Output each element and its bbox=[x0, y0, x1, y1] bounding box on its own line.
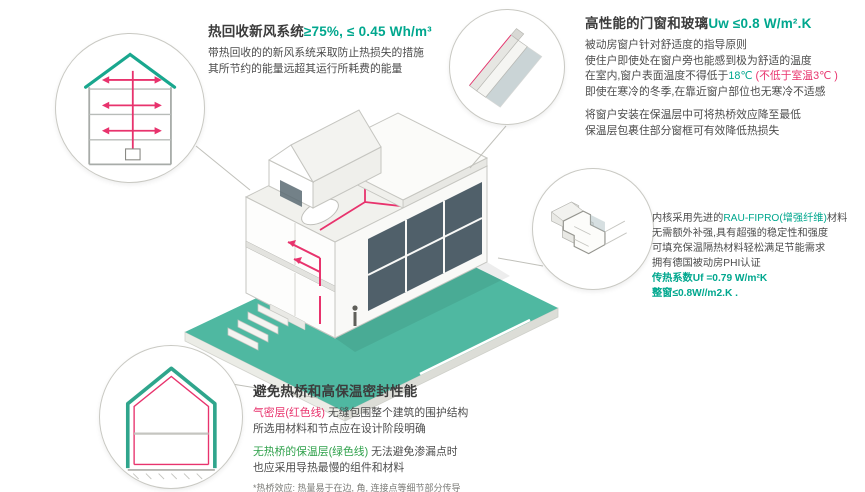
material-brand: RAU-FIPRO(增强纤维) bbox=[723, 213, 827, 224]
airflow-duct bbox=[107, 70, 157, 157]
thermal-section: 避免热桥和高保温密封性能 气密层(红色线) 无缝包围整个建筑的围护结构 所选用材… bbox=[253, 380, 593, 492]
windows-line3-note: (不低于室温3℃ ) bbox=[752, 70, 838, 82]
thermal-footnote: *热桥效应: 热量易于在边, 角, 连接点等细节部分传导 bbox=[253, 483, 461, 492]
ventilation-title-value: ≥75%, ≤ 0.45 Wh/m³ bbox=[303, 24, 432, 39]
railing bbox=[419, 318, 531, 376]
thermal-line3: 无热桥的保温层(绿色线) 无法避免渗漏点时 bbox=[253, 445, 593, 461]
windows-line5: 将窗户安装在保温层中可将热桥效应降至最低 bbox=[585, 109, 801, 121]
ventilation-section: 热回收新风系统≥75%, ≤ 0.45 Wh/m³ 带热回收的的新风系统采取防止… bbox=[208, 20, 468, 77]
thermal-callout bbox=[99, 345, 243, 489]
thermal-line3-text: 无法避免渗漏点时 bbox=[368, 446, 458, 458]
windows-section: 高性能的门窗和玻璃Uw ≤0.8 W/m².K 被动房窗户针对舒适度的指导原则 … bbox=[585, 12, 863, 139]
material-line2: 无需额外补强,具有超强的稳定性和强度 bbox=[652, 228, 829, 239]
ventilation-line1: 带热回收的的新风系统采取防止热损失的措施 bbox=[208, 47, 424, 59]
house-section-ventilation-icon bbox=[83, 52, 177, 166]
person-figure bbox=[352, 305, 358, 326]
windows-title: 高性能的门窗和玻璃Uw ≤0.8 W/m².K bbox=[585, 12, 863, 32]
windows-title-value: Uw ≤0.8 W/m².K bbox=[708, 16, 812, 31]
insulation-layer-label: 无热桥的保温层(绿色线) bbox=[253, 446, 369, 458]
ventilation-title-text: 热回收新风系统 bbox=[208, 24, 304, 39]
material-line3: 可填充保温隔热材料轻松满足节能需求 bbox=[652, 243, 826, 254]
material-uw-value: 整窗≤0.8W//m2.K . bbox=[652, 288, 738, 299]
isometric-house-illustration-icon bbox=[184, 109, 559, 422]
window-profile-icon bbox=[550, 201, 627, 255]
house-section-insulation-icon bbox=[125, 366, 217, 480]
material-line1-text: 内核采用先进的 bbox=[652, 213, 724, 224]
hrv-unit bbox=[124, 148, 141, 161]
windows-title-text: 高性能的门窗和玻璃 bbox=[585, 16, 709, 31]
windows-line2: 使住户即使处在窗户旁也能感到极为舒适的温度 bbox=[585, 54, 812, 67]
cutaway-interior bbox=[245, 196, 336, 339]
ventilation-callout bbox=[55, 33, 205, 183]
stairs bbox=[227, 303, 289, 351]
windows-line3: 在室内,窗户表面温度不得低于18℃ (不低于室温3℃ ) bbox=[585, 69, 863, 85]
platform bbox=[184, 230, 559, 422]
window-corner-callout bbox=[449, 9, 565, 125]
thermal-line2: 所选用材料和节点应在设计阶段明确 bbox=[253, 422, 426, 435]
material-section: 内核采用先进的RAU-FIPRO(增强纤维)材料 无需额外补强,具有超强的稳定性… bbox=[652, 211, 864, 301]
tower-window bbox=[280, 180, 302, 207]
insulation-green-line bbox=[125, 366, 217, 468]
material-line1-end: 材料 bbox=[826, 213, 848, 224]
kitchen-counter bbox=[269, 303, 306, 331]
thermal-line1: 气密层(红色线) 无缝包围整个建筑的围护结构 bbox=[253, 406, 593, 422]
window-profile-callout bbox=[532, 168, 654, 290]
airtight-layer-label: 气密层(红色线) bbox=[253, 407, 325, 419]
pitched-roof-tower bbox=[268, 109, 382, 209]
window-corner-detail-icon bbox=[468, 27, 542, 108]
thermal-line1-text: 无缝包围整个建筑的围护结构 bbox=[324, 407, 469, 419]
material-line1: 内核采用先进的RAU-FIPRO(增强纤维)材料 bbox=[652, 211, 864, 226]
windows-line3-text: 在室内,窗户表面温度不得低于 bbox=[585, 70, 729, 82]
thermal-title: 避免热桥和高保温密封性能 bbox=[253, 384, 418, 399]
airtight-red-line bbox=[133, 375, 209, 465]
material-line4: 拥有德国被动房PHI认证 bbox=[652, 258, 761, 269]
windows-line4: 即使在寒冷的冬季,在靠近窗户部位也无寒冷不适感 bbox=[585, 85, 826, 98]
windows-line1: 被动房窗户针对舒适度的指导原则 bbox=[585, 39, 747, 51]
windows-line3-temp: 18℃ bbox=[728, 70, 753, 82]
windows-line6: 保温层包裹住部分窗框可有效降低热损失 bbox=[585, 124, 780, 137]
ventilation-title: 热回收新风系统≥75%, ≤ 0.45 Wh/m³ bbox=[208, 20, 468, 40]
ventilation-line2: 其所节约的能量远超其运行所耗费的能量 bbox=[208, 62, 403, 75]
thermal-line4: 也应采用导热最慢的组件和材料 bbox=[253, 461, 405, 474]
material-uf-value: 传热系数Uf =0.79 W/m²K bbox=[652, 273, 768, 284]
